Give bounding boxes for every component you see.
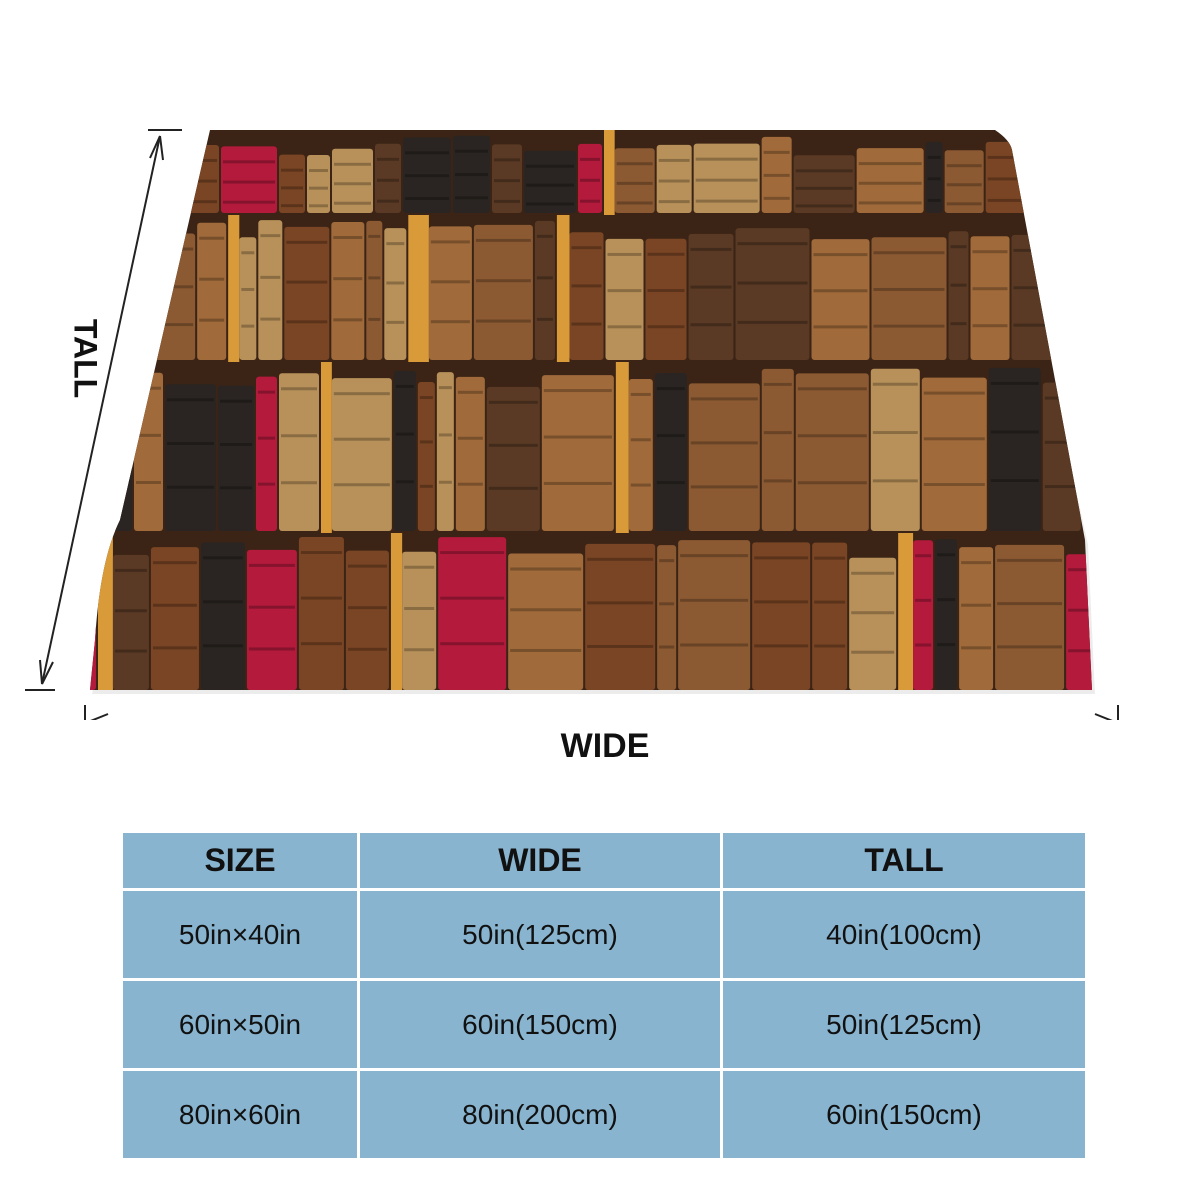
table-row: 50in×40in 50in(125cm) 40in(100cm) [123,891,1085,978]
header-wide: WIDE [360,833,720,888]
header-size: SIZE [123,833,357,888]
wide-label: WIDE [560,727,650,765]
tall-dimension-arrow [25,129,182,691]
table-row: 80in×60in 80in(200cm) 60in(150cm) [123,1071,1085,1158]
blanket-svg [25,129,1119,720]
size-chart-table: SIZE WIDE TALL 50in×40in 50in(125cm) 40i… [120,830,1088,1161]
tall-cell: 50in(125cm) [723,981,1085,1068]
bookshelf-pattern [90,130,1092,690]
blanket-product-image [25,129,1119,720]
wide-cell: 60in(150cm) [360,981,720,1068]
wide-cell: 80in(200cm) [360,1071,720,1158]
size-cell: 60in×50in [123,981,357,1068]
size-cell: 80in×60in [123,1071,357,1158]
tall-cell: 60in(150cm) [723,1071,1085,1158]
wide-dimension-arrow [84,705,1119,720]
size-table-header-row: SIZE WIDE TALL [123,833,1085,888]
wide-cell: 50in(125cm) [360,891,720,978]
size-cell: 50in×40in [123,891,357,978]
table-row: 60in×50in 60in(150cm) 50in(125cm) [123,981,1085,1068]
tall-cell: 40in(100cm) [723,891,1085,978]
tall-label: TALL [67,318,104,399]
header-tall: TALL [723,833,1085,888]
